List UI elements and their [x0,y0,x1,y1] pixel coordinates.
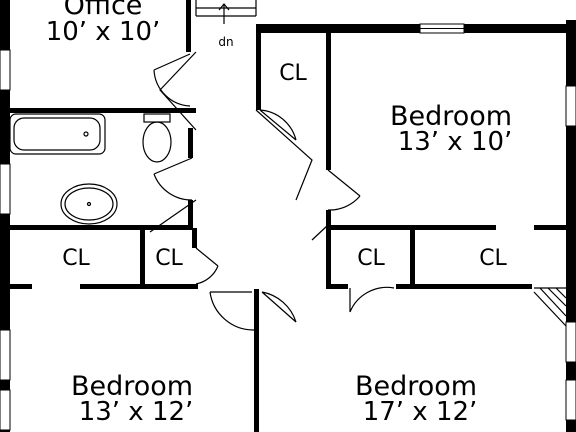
door-se-bedroom[interactable] [261,291,297,323]
wall-west-closet-south-b [80,284,196,289]
wall-ne-bed-south-right [534,225,566,230]
bedroom-ne-size: 13’ x 10’ [398,127,513,157]
wall-se-closet-divider [410,228,415,288]
stair-arrow-head [218,3,230,11]
toilet-tank [143,113,171,123]
door-hall-angle [149,51,329,241]
wall-hall-closet-east [192,228,197,248]
closet-ne-label: CL [279,61,307,86]
window-east-1 [565,85,576,127]
bedroom-sw-size: 13’ x 12’ [79,397,194,427]
wall-se-closet-west [326,228,331,288]
sink-basin-outer [60,183,118,225]
wall-se-closet-south-a [326,284,348,289]
office-name: Office [64,0,143,21]
window-west-4 [0,389,11,431]
office-size: 10’ x 10’ [46,17,161,47]
door-office[interactable] [153,53,191,107]
fireplace-hatch [533,287,567,327]
wall-office-east [186,0,191,52]
door-sw-bedroom[interactable] [209,291,255,331]
sink-drain [86,201,92,207]
bathtub-drain [83,131,89,137]
closet-se-small-label: CL [357,246,385,271]
door-se-closet[interactable] [349,286,395,313]
doors [149,51,567,331]
bedroom-sw-name: Bedroom [71,371,193,402]
window-east-2 [565,321,576,363]
wall-ne-bed-south [326,225,496,230]
wall-office-south [10,108,196,113]
stairs: dn [195,0,257,49]
wall-stair [256,24,261,110]
stairs-label: dn [218,35,233,49]
wall-bath-east-lower [188,200,193,228]
bedroom-se-size: 17’ x 12’ [363,397,478,427]
wall-ne-bed-west-lower [326,210,331,230]
door-hall-closet[interactable] [195,247,219,285]
windows [0,23,576,431]
bathroom-fixtures [9,113,172,225]
window-west-1 [0,49,11,91]
wall-ne-closet-east [326,33,331,170]
door-bath[interactable] [153,157,193,201]
closet-se-large-label: CL [479,246,507,271]
wall-bath-south [10,225,193,230]
window-west-3 [0,329,11,381]
window-west-2 [0,163,11,215]
wall-south-bed-divider [254,289,259,432]
door-ne-closet[interactable] [259,109,297,141]
wall-hall-stub [188,284,198,289]
closet-labels: CL CL CL CL CL [62,61,507,271]
bedroom-ne-name: Bedroom [390,101,512,132]
wall-se-closet-south-b [396,284,532,289]
closet-west-label: CL [62,246,90,271]
toilet-bowl [142,121,172,163]
door-ne-bedroom[interactable] [327,169,361,211]
bedroom-se-name: Bedroom [355,371,477,402]
closet-hall-label: CL [155,246,183,271]
sink-basin-inner [64,187,114,221]
bathtub-inner [13,117,101,151]
wall-west-closet-south-a [10,284,32,289]
wall-west-outer [0,0,10,432]
wall-west-closet-divider [140,228,145,288]
wall-bath-east [188,128,193,158]
wall-east-outer [566,20,576,432]
room-labels: Office 10’ x 10’ Bedroom 13’ x 10’ Bedro… [46,0,513,427]
bathtub [9,113,106,155]
window-east-3 [565,379,576,421]
wall-north [256,24,576,33]
